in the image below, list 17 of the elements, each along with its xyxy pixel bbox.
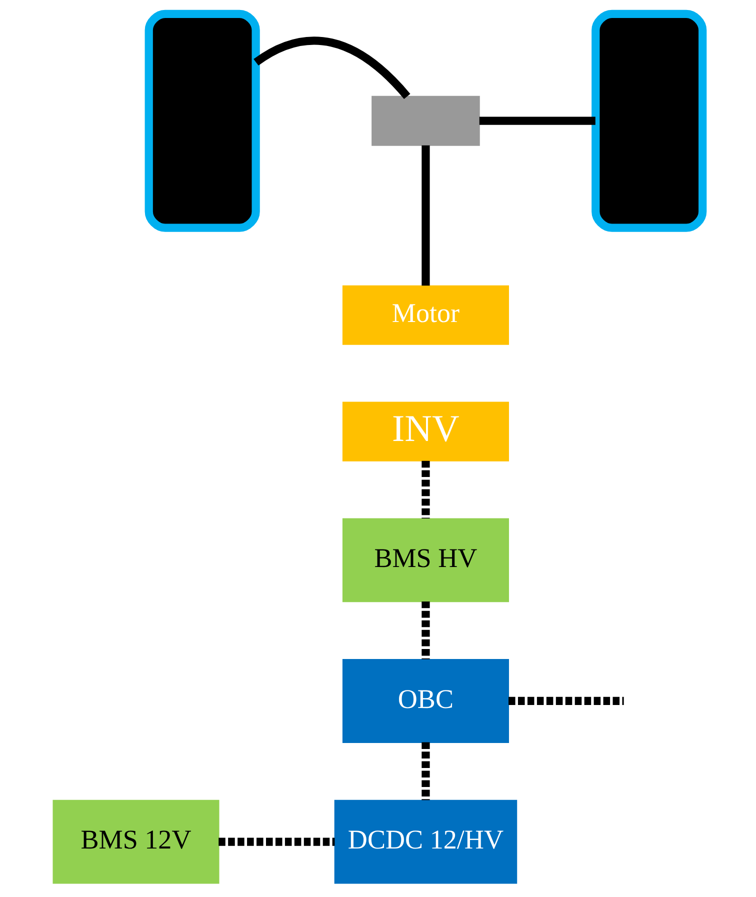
node-box: BMS HV [342,518,509,602]
connector [422,601,430,660]
connector [422,742,430,800]
node-box: Motor [342,285,509,345]
node-box [592,10,707,232]
connector [218,838,335,846]
connector [508,696,624,706]
connector [422,145,430,286]
node-box: BMS 12V [52,800,220,884]
connector [254,36,410,100]
node-box: DCDC 12/HV [334,800,518,884]
node-box: OBC [342,659,509,743]
node-box [144,10,260,232]
connector [479,116,596,125]
connector [422,460,430,519]
node-box [372,96,480,146]
node-box: INV [342,402,509,462]
